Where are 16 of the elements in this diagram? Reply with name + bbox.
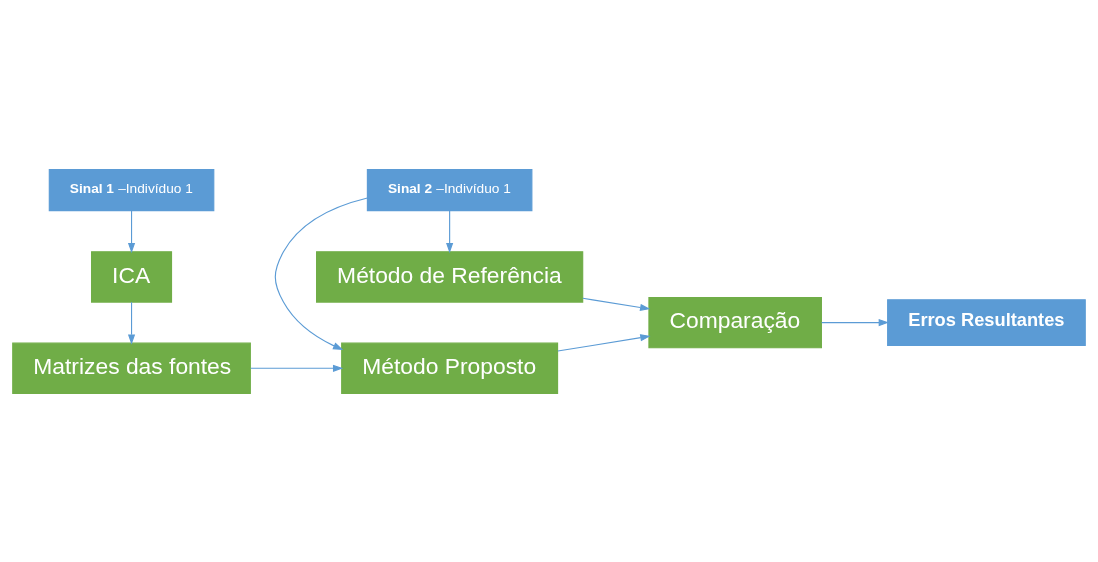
- arrow: [446, 209, 454, 253]
- node-box: Sinal 2 –Indivíduo 1: [366, 168, 533, 211]
- node-box: Matrizes das fontes: [12, 342, 251, 394]
- arrow: [250, 364, 344, 372]
- node-box: Sinal 1 –Indivíduo 1: [48, 168, 215, 211]
- arrow: [582, 297, 651, 311]
- arrow: [557, 333, 651, 352]
- node-box: Método Proposto: [341, 342, 559, 394]
- node-box: ICA: [91, 250, 173, 303]
- arrow: [274, 196, 368, 350]
- node-box: Erros Resultantes: [887, 298, 1086, 346]
- arrow: [127, 209, 136, 253]
- node-box: Comparação: [648, 296, 822, 348]
- node-box: Método de Referência: [316, 250, 584, 303]
- arrow: [821, 318, 889, 326]
- arrow: [127, 301, 136, 345]
